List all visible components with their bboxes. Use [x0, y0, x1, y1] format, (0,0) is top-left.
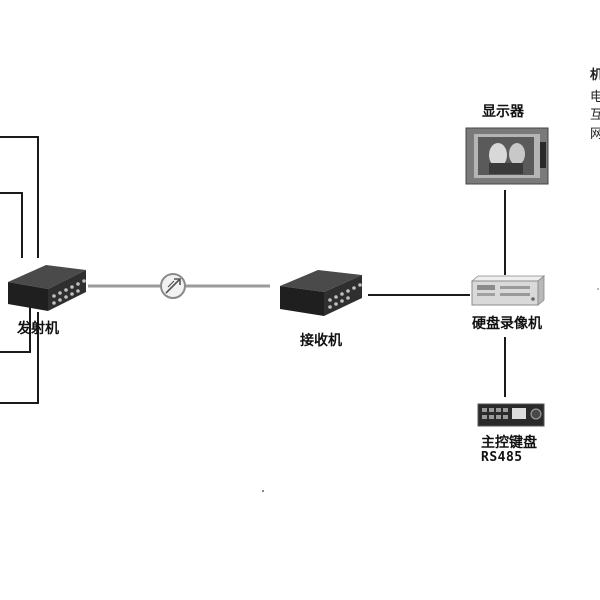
camera-feed-line-1 — [0, 136, 39, 258]
edge-text-right-2: 互 — [590, 108, 600, 123]
monitor-label: 显示器 — [482, 104, 524, 120]
monitor-icon — [465, 127, 549, 185]
camera-feed-line-3 — [0, 300, 31, 353]
keyboard-protocol-label: RS485 — [481, 450, 523, 465]
camera-wiring — [0, 136, 39, 404]
optical-link — [88, 273, 270, 299]
stray-dot — [262, 490, 264, 492]
receiver-label: 接收机 — [300, 333, 342, 349]
camera-feed-line-2 — [0, 192, 23, 258]
edge-text-top: 机 — [590, 68, 600, 83]
keyboard-icon — [477, 403, 545, 427]
receiver-icon — [280, 270, 362, 316]
transmitter-label: 发射机 — [17, 321, 59, 337]
dvr-icon — [470, 275, 546, 306]
keyboard-label: 主控键盘 — [481, 435, 537, 451]
edge-text-right-3: 网 — [590, 127, 600, 142]
camera-feed-line-4 — [0, 312, 39, 404]
transmitter-icon — [8, 265, 86, 311]
right-edge-mark — [597, 288, 599, 290]
optical-link-icon — [160, 273, 186, 299]
dvr-label: 硬盘录像机 — [472, 316, 542, 332]
edge-text-right-1: 电 — [590, 90, 600, 105]
